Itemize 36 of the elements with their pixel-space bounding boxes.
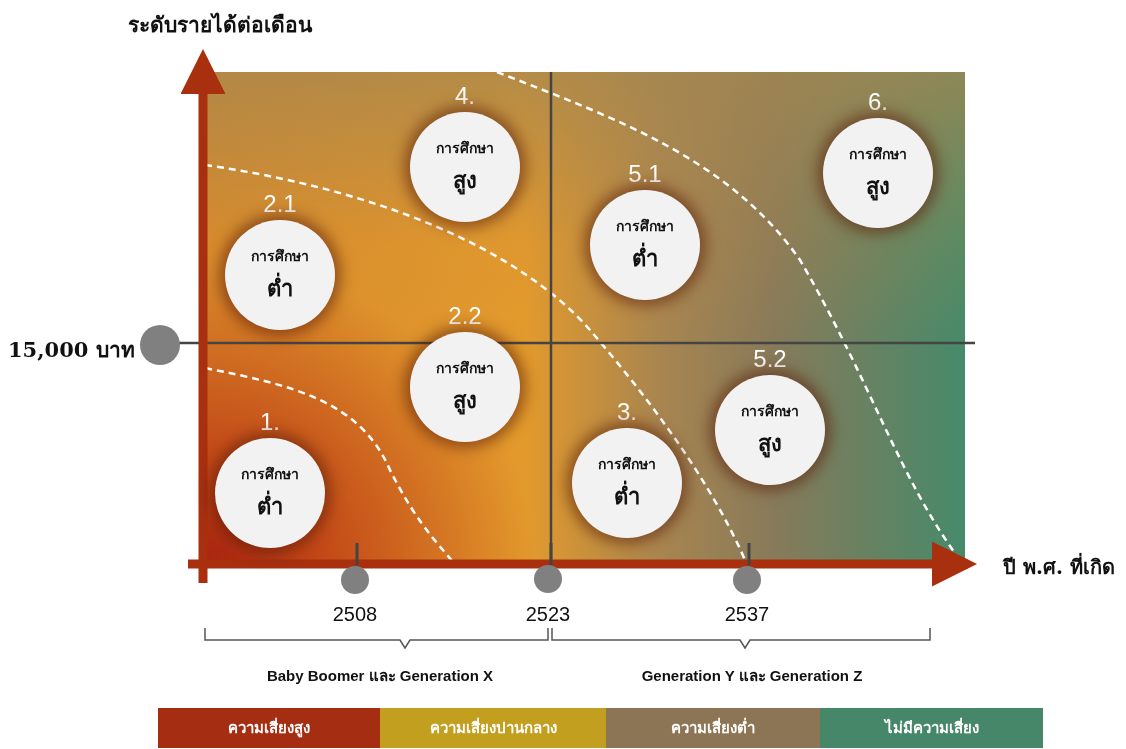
group-label: Baby Boomer และ Generation X bbox=[265, 666, 495, 686]
group-label: Generation Y และ Generation Z bbox=[640, 666, 864, 686]
legend-label: ไม่มีความเสี่ยง bbox=[884, 716, 979, 739]
group-number: 3. bbox=[616, 398, 638, 426]
legend-label: ความเสี่ยงต่ำ bbox=[671, 716, 755, 739]
group-number: 2.1 bbox=[262, 190, 298, 218]
income-threshold-label: 15,000 บาท bbox=[8, 336, 135, 364]
tick-label: 2537 bbox=[723, 603, 771, 626]
group-number: 4. bbox=[454, 82, 476, 110]
axis-title: ระดับรายได้ต่อเดือน bbox=[128, 11, 312, 39]
group-number: 1. bbox=[259, 408, 281, 436]
legend-label: ความเสี่ยงปานกลาง bbox=[429, 716, 557, 739]
group-number: 5.2 bbox=[752, 345, 788, 373]
education-label: การศึกษา bbox=[251, 246, 309, 266]
group-number: 2.2 bbox=[447, 302, 483, 330]
education-level: ต่ำ bbox=[614, 479, 640, 511]
group-number: 6. bbox=[867, 88, 889, 116]
education-label: การศึกษา bbox=[598, 454, 656, 474]
axis-title: ปี พ.ศ. ที่เกิด bbox=[1003, 552, 1115, 581]
tick-label: 2508 bbox=[331, 603, 379, 626]
tick-label: 2523 bbox=[524, 603, 572, 626]
education-level: ต่ำ bbox=[267, 271, 293, 303]
education-label: การศึกษา bbox=[849, 144, 907, 164]
education-label: การศึกษา bbox=[616, 216, 674, 236]
education-level: สูง bbox=[866, 171, 890, 203]
education-label: การศึกษา bbox=[241, 464, 299, 484]
education-level: สูง bbox=[453, 165, 477, 197]
education-label: การศึกษา bbox=[436, 358, 494, 378]
education-level: สูง bbox=[453, 385, 477, 417]
education-label: การศึกษา bbox=[436, 138, 494, 158]
education-level: ต่ำ bbox=[632, 241, 658, 273]
education-label: การศึกษา bbox=[741, 401, 799, 421]
education-level: สูง bbox=[758, 428, 782, 460]
legend-label: ความเสี่ยงสูง bbox=[228, 716, 310, 740]
education-level: ต่ำ bbox=[257, 489, 283, 521]
group-number: 5.1 bbox=[627, 160, 663, 188]
